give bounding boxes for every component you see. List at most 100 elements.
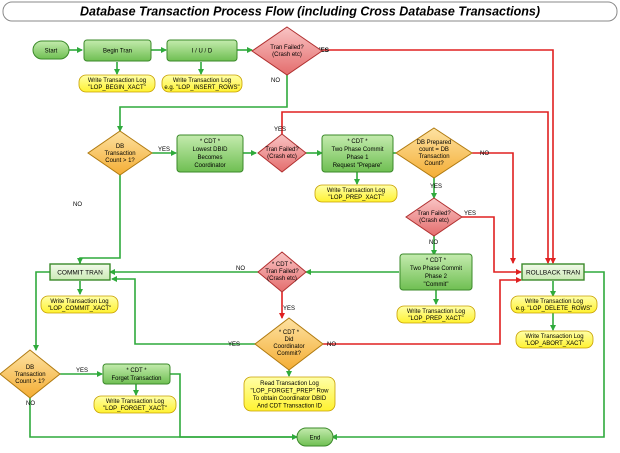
svg-text:Tran Failed?: Tran Failed?	[265, 269, 299, 275]
node-tran-failed-3: Tran Failed? (Crash etc)	[405, 197, 463, 237]
edges-green	[29, 47, 605, 440]
edge-label-yes-4: YES	[430, 184, 442, 190]
svg-text:"LOP_FORGET_XACT": "LOP_FORGET_XACT"	[103, 406, 167, 412]
svg-text:Becomes: Becomes	[197, 155, 222, 161]
edge-label-yes-3: YES	[274, 127, 286, 133]
svg-text:(Crash etc): (Crash etc)	[267, 276, 297, 282]
svg-text:e.g. "LOP_INSERT_ROWS": e.g. "LOP_INSERT_ROWS"	[164, 85, 239, 91]
svg-text:Count > 1?: Count > 1?	[105, 158, 135, 164]
svg-text:Transaction: Transaction	[104, 151, 135, 157]
svg-text:Tran Failed?: Tran Failed?	[265, 147, 299, 153]
svg-text:Count?: Count?	[424, 161, 444, 167]
svg-text:DB Prepared: DB Prepared	[417, 140, 452, 146]
node-log-delete: Write Transaction Log e.g. "LOP_DELETE_R…	[510, 295, 598, 314]
svg-text:Phase 1: Phase 1	[346, 155, 369, 161]
svg-text:Write Transaction Log: Write Transaction Log	[173, 78, 231, 84]
edge-label-no-7: NO	[26, 401, 35, 407]
svg-text:Coordinator: Coordinator	[273, 344, 304, 350]
node-read-log: Read Transaction Log "LOP_FORGET_PREP" R…	[243, 376, 336, 412]
svg-text:(Crash etc): (Crash etc)	[267, 154, 297, 160]
svg-text:* CDT *: * CDT *	[126, 368, 147, 374]
node-log-forget: Write Transaction Log "LOP_FORGET_XACT"	[93, 395, 177, 414]
edge-label-no-6: NO	[327, 342, 336, 348]
edge-label-yes-5: YES	[464, 211, 476, 217]
svg-text:"LOP_PREP_XACT": "LOP_PREP_XACT"	[328, 195, 383, 201]
diagram-title: Database Transaction Process Flow (inclu…	[80, 5, 540, 19]
node-log-prep-1: Write Transaction Log "LOP_PREP_XACT"	[314, 184, 398, 203]
edges-red	[279, 49, 556, 345]
svg-text:Lowest DBID: Lowest DBID	[192, 147, 228, 153]
node-tran-failed-2: Tran Failed? (Crash etc)	[257, 133, 307, 173]
svg-text:"LOP_PREP_XACT": "LOP_PREP_XACT"	[408, 316, 463, 322]
svg-text:* CDT *: * CDT *	[426, 258, 447, 264]
edge-label-yes-1: YES	[316, 47, 330, 54]
svg-text:* CDT *: * CDT *	[347, 139, 368, 145]
node-iud: I / U / D	[166, 39, 238, 62]
svg-text:Write Transaction Log: Write Transaction Log	[106, 399, 164, 405]
svg-text:Transaction: Transaction	[14, 372, 45, 378]
node-start: Start	[32, 40, 70, 60]
svg-text:DB: DB	[116, 144, 124, 150]
svg-text:Write Transaction Log: Write Transaction Log	[50, 299, 108, 305]
svg-text:Commit?: Commit?	[277, 351, 302, 357]
svg-text:COMMIT TRAN: COMMIT TRAN	[57, 270, 103, 277]
svg-text:"Commit": "Commit"	[424, 282, 449, 288]
svg-text:Phase 2: Phase 2	[425, 274, 448, 280]
svg-text:Write Transaction Log: Write Transaction Log	[525, 299, 583, 305]
svg-text:count = DB: count = DB	[419, 147, 449, 153]
edge-label-yes-7: YES	[228, 342, 240, 348]
svg-text:ROLLBACK TRAN: ROLLBACK TRAN	[526, 270, 580, 277]
node-two-phase-1: * CDT * Two Phase Commit Phase 1 Request…	[321, 134, 394, 173]
edge-label-yes-2: YES	[158, 147, 170, 153]
node-db-prepared: DB Prepared count = DB Transaction Count…	[395, 127, 473, 179]
svg-text:Write Transaction Log: Write Transaction Log	[88, 78, 146, 84]
node-db-count: DB Transaction Count > 1?	[87, 130, 153, 176]
svg-text:(Crash etc): (Crash etc)	[272, 52, 302, 58]
node-db-count-2: DB Transaction Count > 1?	[0, 349, 61, 399]
svg-text:Count > 1?: Count > 1?	[15, 379, 45, 385]
svg-text:Two Phase Commit: Two Phase Commit	[410, 266, 462, 272]
edge-label-no-2: NO	[480, 151, 489, 157]
svg-text:Request "Prepare": Request "Prepare"	[333, 163, 383, 169]
svg-text:* CDT *: * CDT *	[200, 139, 221, 145]
svg-text:DB: DB	[26, 365, 34, 371]
svg-text:"LOP_BEGIN_XACT": "LOP_BEGIN_XACT"	[88, 85, 146, 91]
node-log-insert: Write Transaction Log e.g. "LOP_INSERT_R…	[161, 74, 243, 93]
svg-text:Transaction: Transaction	[418, 154, 449, 160]
svg-text:Write Transaction Log: Write Transaction Log	[407, 309, 465, 315]
node-coordinator: * CDT * Did Coordinator Commit?	[254, 317, 324, 371]
title-frame	[2, 1, 618, 22]
svg-text:(Crash etc): (Crash etc)	[419, 218, 449, 224]
svg-text:Coordinator: Coordinator	[194, 163, 225, 169]
svg-text:Read Transaction Log: Read Transaction Log	[260, 381, 319, 387]
svg-text:Begin Tran: Begin Tran	[103, 49, 132, 55]
edge-label-no-3: NO	[429, 240, 438, 246]
node-end: End	[296, 427, 334, 447]
svg-text:"LOP_FORGET_PREP" Row: "LOP_FORGET_PREP" Row	[251, 389, 330, 395]
node-tran-failed-1: Tran Failed? (Crash etc)	[251, 26, 323, 76]
node-log-begin: Write Transaction Log "LOP_BEGIN_XACT"	[78, 74, 156, 93]
svg-text:e.g. "LOP_DELETE_ROWS": e.g. "LOP_DELETE_ROWS"	[516, 306, 593, 312]
node-log-abort: Write Transaction Log "LOP_ABORT_XACT"	[515, 330, 594, 349]
edge-label-yes-8: YES	[76, 368, 88, 374]
node-rollback-tran: ROLLBACK TRAN	[521, 263, 585, 281]
svg-text:* CDT *: * CDT *	[272, 262, 293, 268]
svg-text:Tran Failed?: Tran Failed?	[270, 45, 304, 51]
edge-label-yes-6: YES	[283, 306, 295, 312]
svg-text:And CDT Transaction ID: And CDT Transaction ID	[257, 404, 323, 410]
node-begin-tran: Begin Tran	[83, 39, 152, 62]
node-cdt-lowest: * CDT * Lowest DBID Becomes Coordinator	[176, 134, 244, 173]
node-log-commit: Write Transaction Log "LOP_COMMIT_XACT"	[40, 295, 119, 314]
svg-text:Tran Failed?: Tran Failed?	[417, 211, 451, 217]
edge-label-no-4: NO	[73, 202, 82, 208]
node-two-phase-2: * CDT * Two Phase Commit Phase 2 "Commit…	[399, 253, 473, 291]
node-log-prep-2: Write Transaction Log "LOP_PREP_XACT"	[396, 305, 476, 324]
svg-text:End: End	[310, 436, 321, 442]
node-commit-tran: COMMIT TRAN	[49, 263, 111, 281]
svg-text:"LOP_ABORT_XACT": "LOP_ABORT_XACT"	[525, 341, 585, 347]
svg-text:Write Transaction Log: Write Transaction Log	[327, 188, 385, 194]
node-tran-failed-4: * CDT * Tran Failed? (Crash etc)	[257, 251, 307, 293]
svg-text:Start: Start	[45, 49, 58, 55]
svg-text:Write Transaction Log: Write Transaction Log	[525, 334, 583, 340]
